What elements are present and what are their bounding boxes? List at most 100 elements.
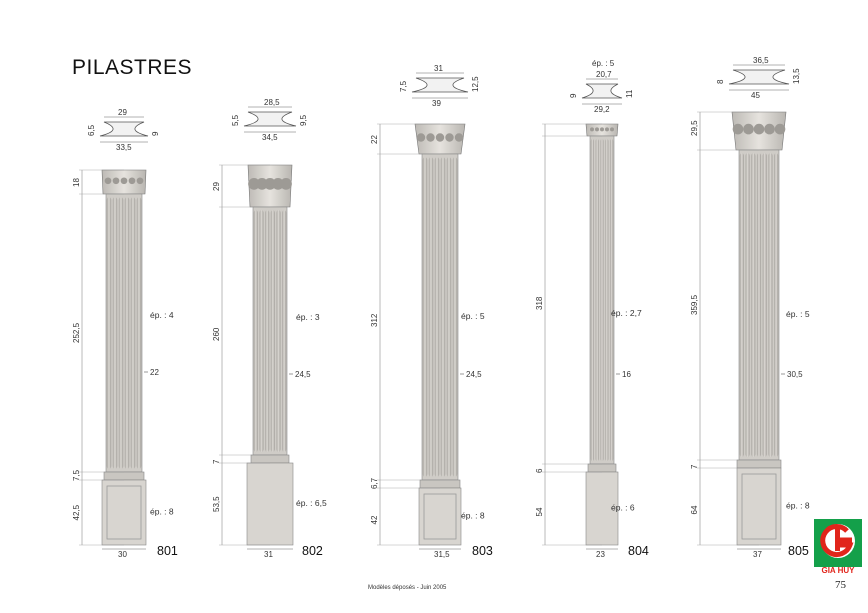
base-thickness: ép. : 8 — [150, 507, 174, 517]
page-title: PILASTRES — [72, 56, 193, 79]
profile-section — [581, 83, 623, 99]
collar — [419, 479, 461, 489]
base-block — [736, 467, 782, 546]
shaft-flute — [124, 197, 130, 469]
capital-ornament — [753, 123, 765, 135]
capital-ornament — [764, 123, 775, 135]
capital-ornament — [732, 123, 744, 135]
gia-huy-logo-icon — [814, 519, 862, 567]
shaft-height-dim: 312 — [370, 313, 379, 327]
shaft-thickness: ép. : 3 — [296, 312, 320, 322]
shaft-flute — [282, 210, 287, 452]
shaft-flute — [265, 210, 270, 452]
profile-left-dim: 8 — [716, 79, 725, 84]
shaft-flute — [422, 157, 428, 477]
shaft-flute — [762, 153, 767, 457]
capital-height-dim: 18 — [72, 178, 81, 187]
base-block — [101, 479, 147, 546]
profile-top-dim: 29 — [118, 108, 127, 117]
shaft-width-dim: 16 — [622, 370, 631, 379]
base-height-dim: 42 — [370, 515, 379, 524]
shaft-flute — [768, 153, 773, 457]
profile-right-dim: 11 — [625, 89, 634, 98]
base-height-dim: 42,5 — [72, 504, 81, 520]
profile-bottom-dim: 29,2 — [594, 105, 610, 114]
shaft-flute — [259, 210, 264, 452]
shaft-width-dim: 22 — [150, 368, 159, 377]
collar-height-dim: 7 — [212, 459, 221, 464]
capital-ornament — [445, 133, 454, 142]
profile-section — [728, 69, 790, 85]
base-thickness: ép. : 6 — [611, 503, 635, 513]
shaft-flute — [106, 197, 112, 469]
base-panel — [423, 493, 457, 540]
base-width-dim: 30 — [118, 550, 127, 559]
shaft-flute — [434, 157, 440, 477]
base-width-dim: 23 — [596, 550, 605, 559]
shaft-flute — [605, 139, 609, 461]
shaft-flute — [756, 153, 762, 457]
capital-ornament — [435, 133, 445, 142]
capital-ornament — [590, 127, 594, 132]
capital-ornament — [416, 133, 426, 142]
profile-top-dim: 20,7 — [596, 70, 612, 79]
collar-height-dim: 7,5 — [72, 469, 81, 481]
shaft-thickness: ép. : 2,7 — [611, 308, 642, 318]
model-number: 801 — [157, 544, 178, 558]
shaft — [105, 193, 143, 473]
capital-height-dim: 29 — [212, 182, 221, 191]
profile-bottom-dim: 34,5 — [262, 133, 278, 142]
shaft-flute — [452, 157, 458, 477]
profile-left-dim: 9 — [569, 93, 578, 98]
profile-ep: ép. : 5 — [592, 59, 615, 68]
capital-ornament — [610, 127, 614, 132]
shaft-flute — [610, 139, 614, 461]
profile-top-dim: 28,5 — [264, 98, 280, 107]
shaft-flute — [595, 139, 599, 461]
profile-section — [99, 121, 149, 137]
base-panel — [106, 485, 142, 540]
profile-left-dim: 7,5 — [399, 80, 408, 92]
capital-ornament — [595, 127, 599, 132]
shaft-height-dim: 359,5 — [690, 294, 699, 315]
shaft-thickness: ép. : 5 — [461, 311, 485, 321]
base-thickness: ép. : 6,5 — [296, 498, 327, 508]
profile-left-dim: 6,5 — [87, 124, 96, 136]
logo-text: GIA HUY — [821, 566, 855, 575]
capital-ornament — [120, 177, 128, 185]
shaft-flute — [270, 210, 275, 452]
model-number: 802 — [302, 544, 323, 558]
base-width-dim: 37 — [753, 550, 762, 559]
shaft-flute — [774, 153, 779, 457]
capital-ornament — [128, 177, 136, 185]
capital-ornament — [454, 133, 464, 142]
base-width-dim: 31 — [264, 550, 273, 559]
capital-ornament — [774, 123, 786, 135]
base-thickness: ép. : 8 — [461, 511, 485, 521]
base-block — [246, 462, 294, 546]
profile-section — [243, 111, 297, 127]
collar — [736, 459, 782, 469]
shaft-flute — [590, 139, 594, 461]
profile-bottom-dim: 39 — [432, 99, 441, 108]
shaft — [252, 206, 288, 456]
profile-top-dim: 31 — [434, 64, 443, 73]
collar-height-dim: 7 — [690, 464, 699, 469]
shaft-flute — [739, 153, 744, 457]
profile-section — [411, 77, 469, 93]
profile-left-dim: 5,5 — [231, 114, 240, 126]
profile-bottom-dim: 33,5 — [116, 143, 132, 152]
footer-note: Modèles déposés - Juin 2005 — [368, 585, 447, 591]
shaft-height-dim: 318 — [535, 296, 544, 310]
page-number: 75 — [835, 579, 846, 591]
base-height-dim: 54 — [535, 507, 544, 516]
base-block — [585, 471, 619, 546]
model-number: 804 — [628, 544, 649, 558]
capital-height-dim: 22 — [370, 135, 379, 144]
base-height-dim: 64 — [690, 505, 699, 514]
shaft-flute — [136, 197, 142, 469]
